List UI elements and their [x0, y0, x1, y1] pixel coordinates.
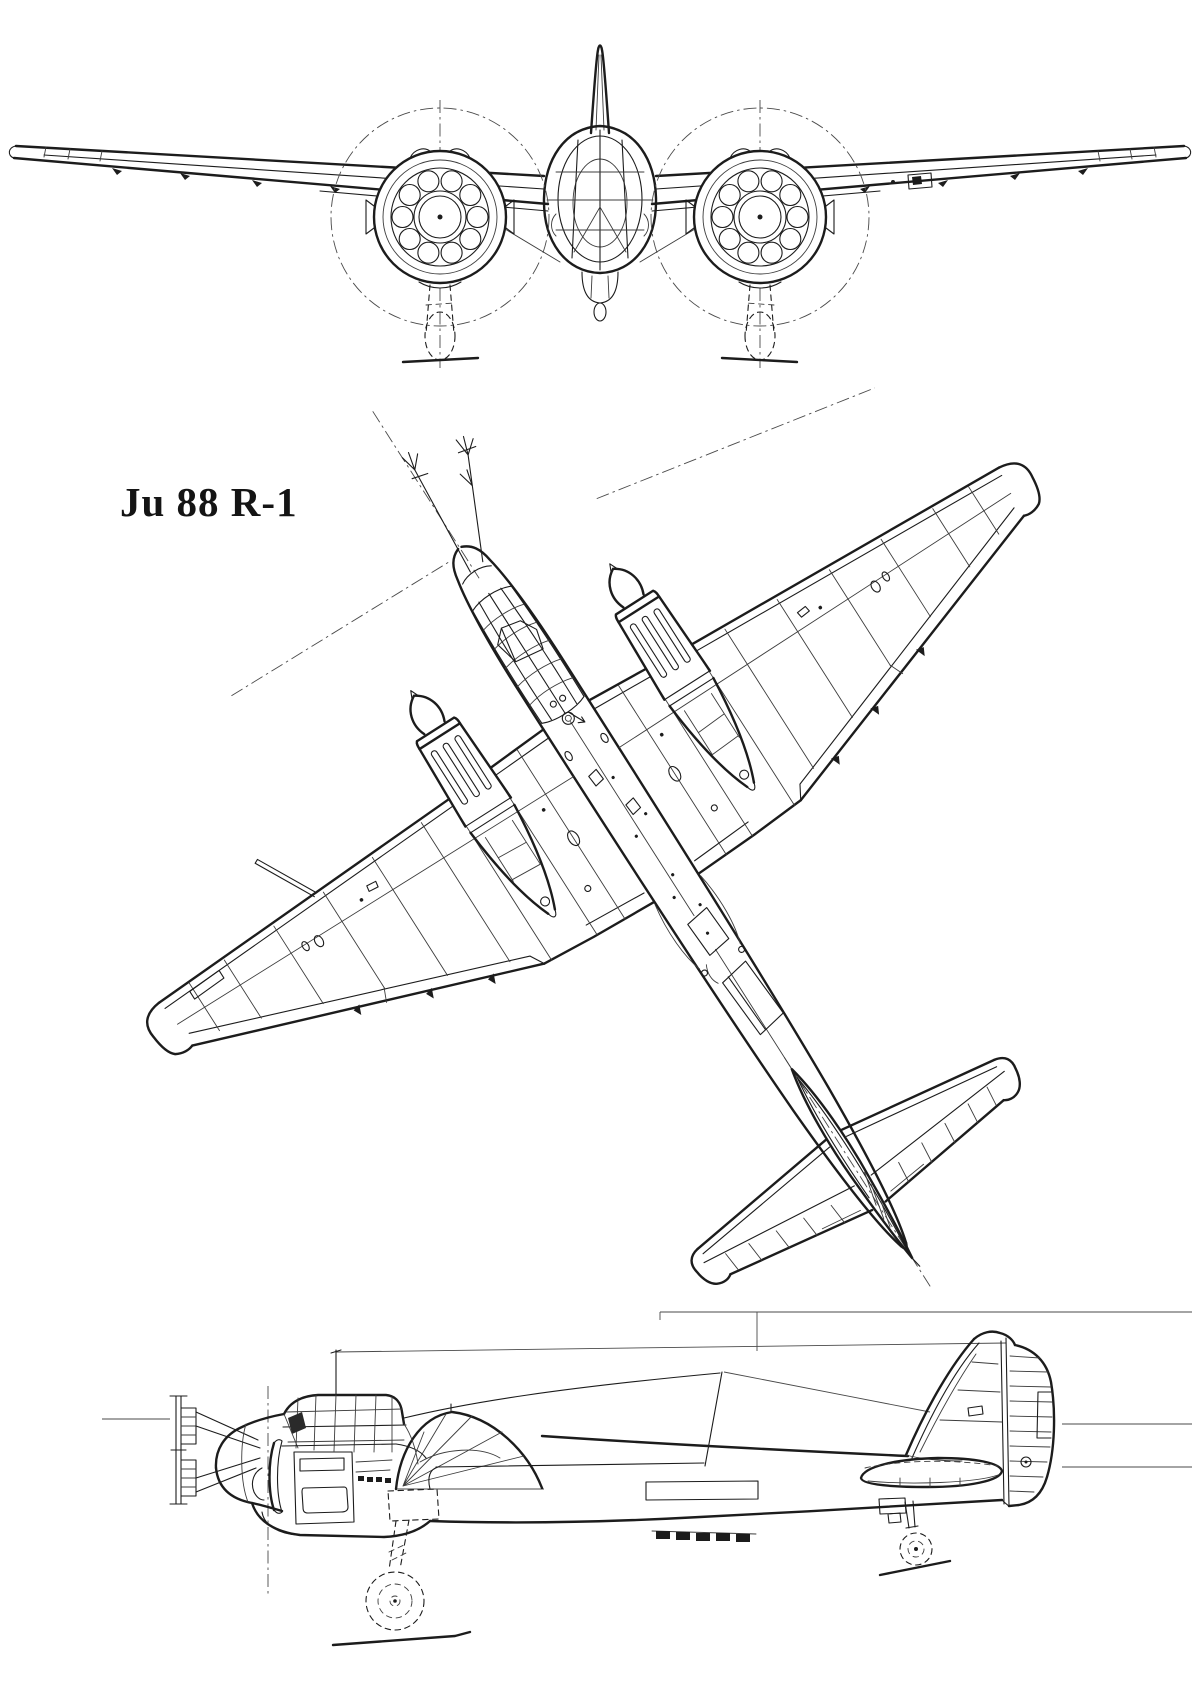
antenna-mast [330, 1349, 342, 1395]
wing-panel-detail [891, 172, 933, 190]
drawing-title: Ju 88 R-1 [120, 479, 298, 525]
fuselage-front [479, 124, 721, 275]
tail-ground-line [878, 1559, 952, 1577]
main-ground-line [331, 1630, 472, 1647]
tailplane-plan-starboard [840, 1056, 1021, 1203]
front-view [8, 44, 1192, 370]
nose-antenna-array-side [169, 1395, 261, 1505]
wing-side [403, 1371, 723, 1490]
radiator-ring [391, 170, 489, 264]
plan-view [125, 387, 1041, 1309]
fuselage-side [428, 1434, 1004, 1542]
nacelle-plan-starboard [608, 563, 756, 791]
fin-plan-edge [790, 1067, 921, 1267]
rudder-trim-tab [1036, 1391, 1052, 1439]
nose-radar-antennas [401, 435, 484, 573]
wing-plan-starboard [587, 462, 1041, 875]
wing-root-dome [394, 1403, 544, 1491]
tailplane-side [859, 1456, 1004, 1489]
engine-nacelle-side [250, 1439, 432, 1539]
tail-wheel [878, 1497, 1010, 1577]
ventral-gondola-front [581, 271, 619, 322]
fin-rudder-side [904, 1330, 1056, 1508]
ground-line [401, 356, 480, 364]
tail-fin-front [589, 44, 611, 135]
canopy-plan [472, 585, 586, 725]
fuselage-plan [452, 545, 908, 1250]
construction-lines [231, 387, 932, 1289]
side-view [102, 1311, 1192, 1647]
main-gear-side [331, 1488, 472, 1647]
side-construction-lines [102, 1311, 1192, 1595]
propeller-disc [330, 107, 550, 327]
pitot-tube [189, 858, 318, 1000]
nose-cockpit-side [214, 1349, 407, 1513]
engine-front-port [330, 100, 550, 368]
quarter-window [288, 1412, 306, 1434]
